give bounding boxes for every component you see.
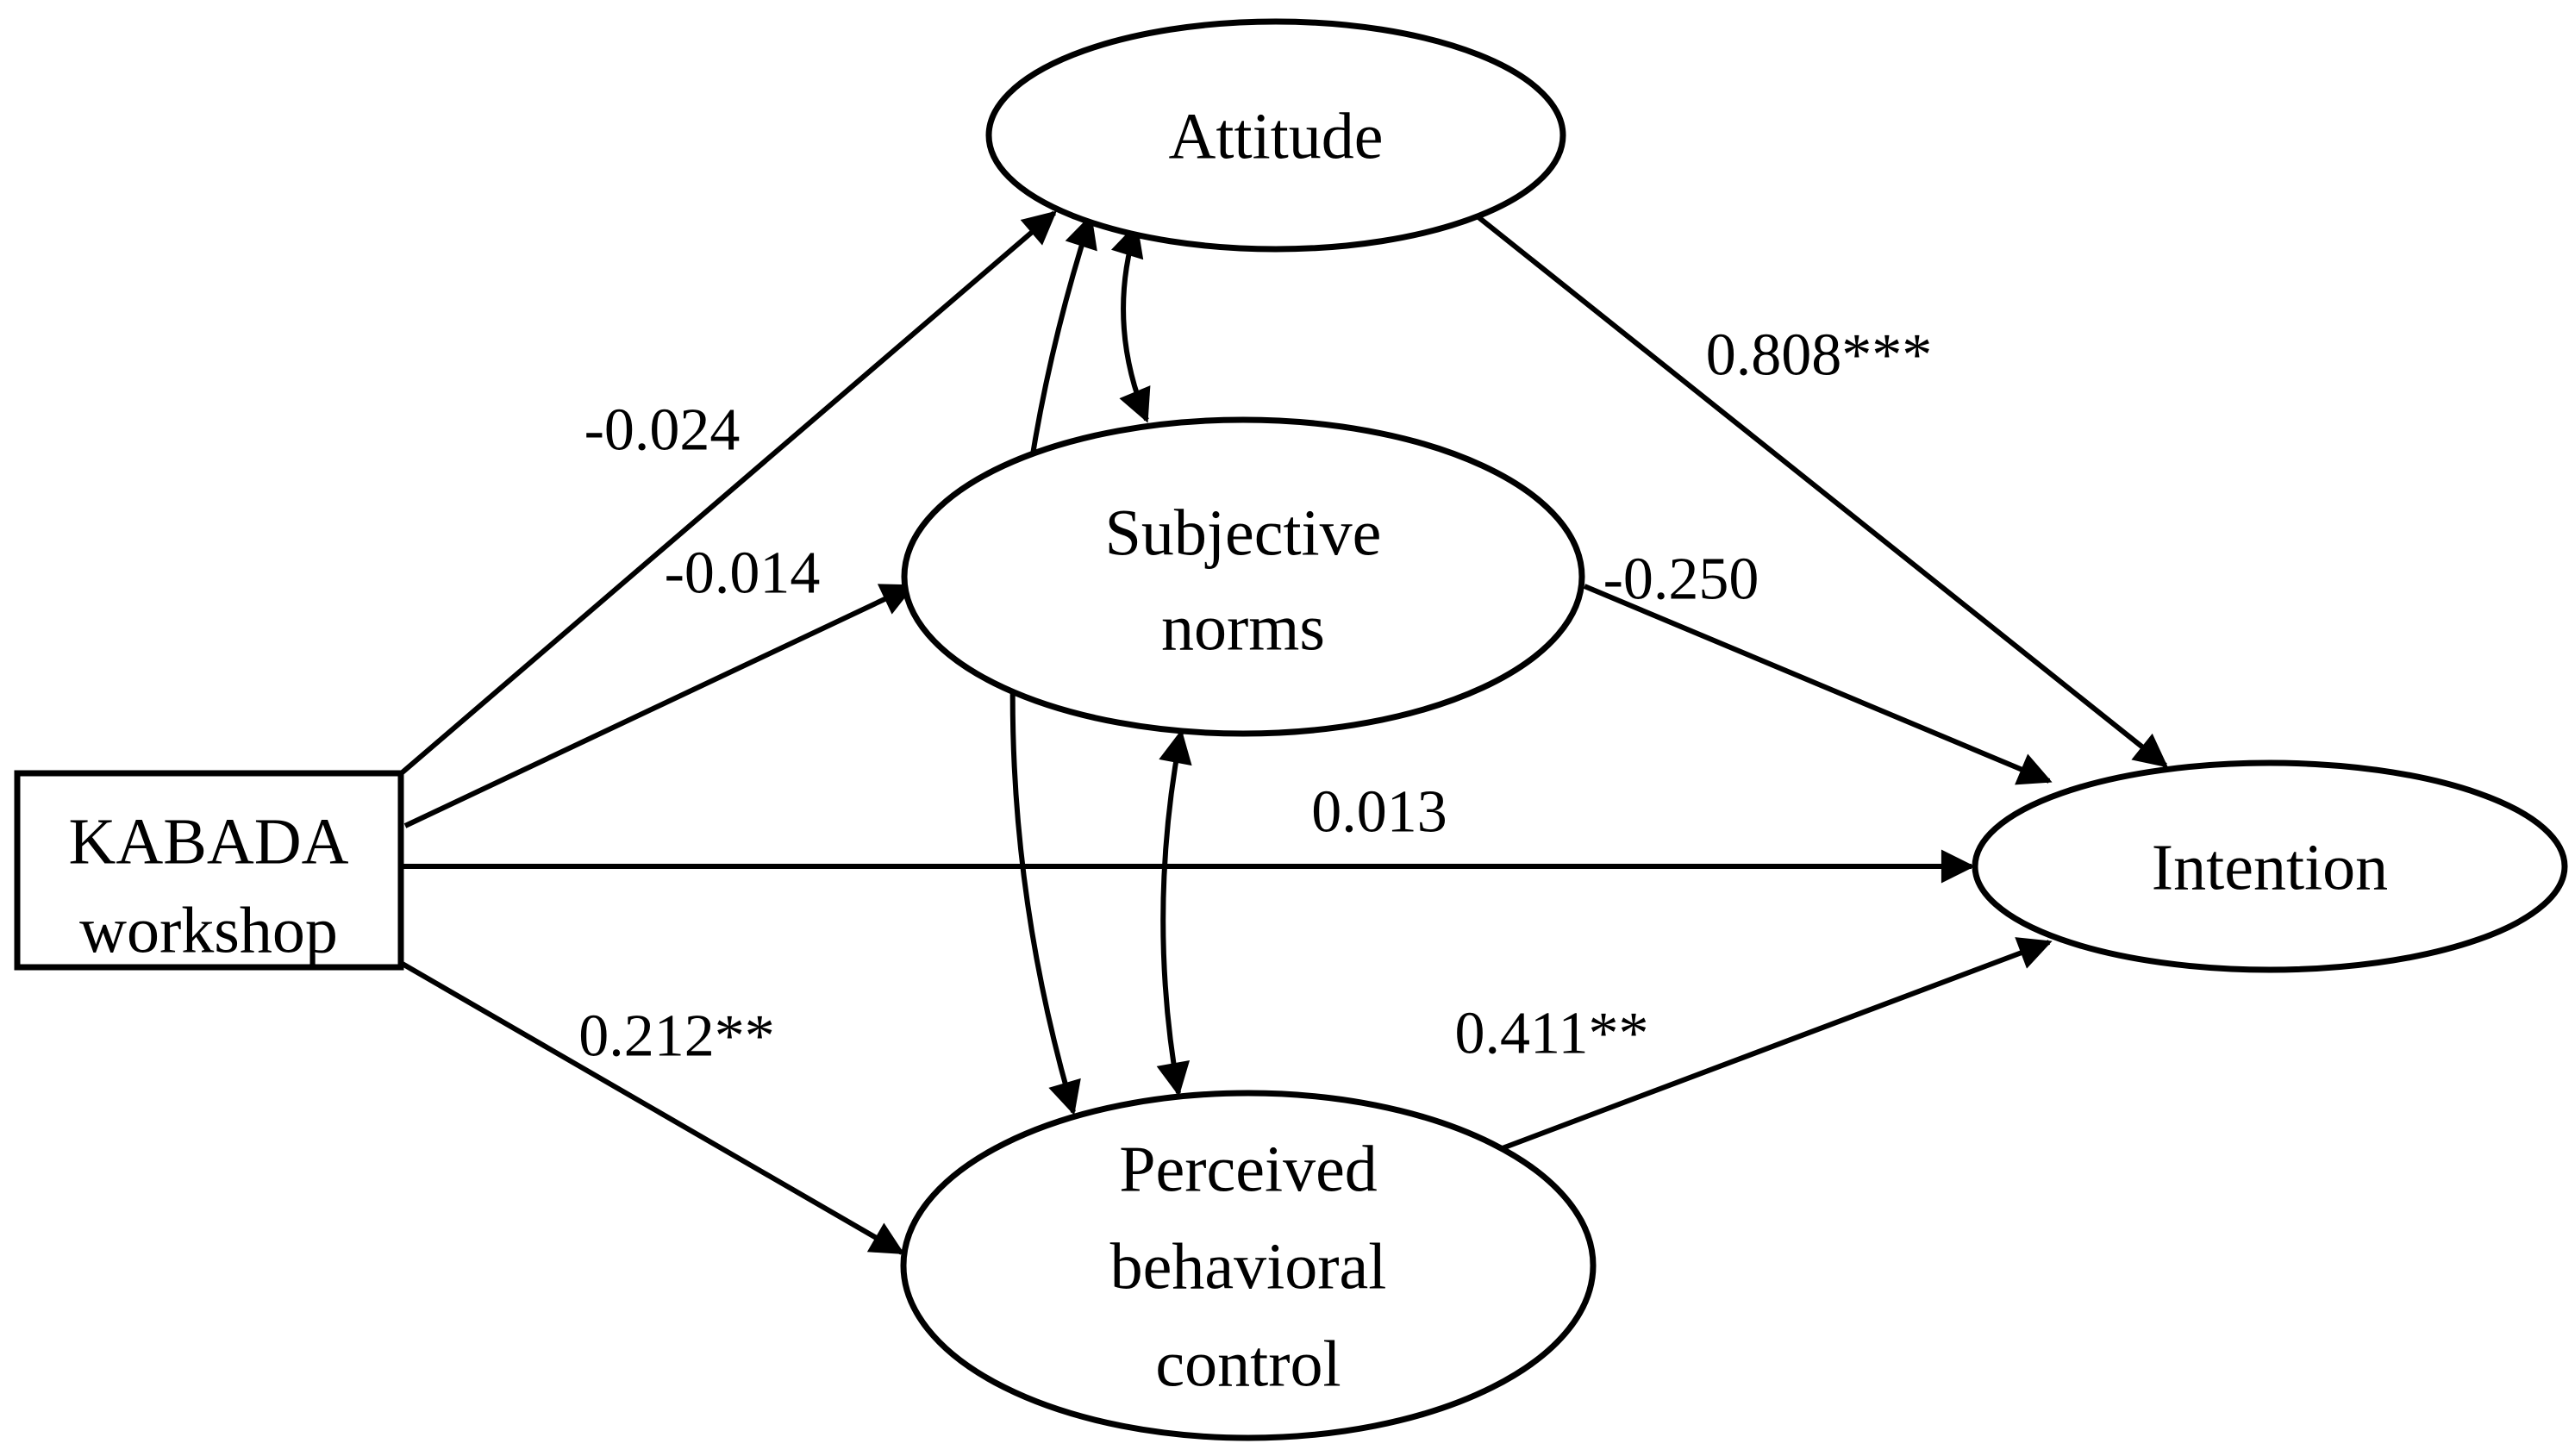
- coefficient-kabada-intention: 0.013: [1311, 779, 1447, 846]
- pbc-label-line3: control: [1155, 1328, 1341, 1401]
- path-kabada-to-subjective-norms: [403, 584, 916, 828]
- path-attitude-to-intention: [1464, 204, 2169, 768]
- intention-label: Intention: [2152, 832, 2388, 904]
- node-kabada-workshop: KABADA workshop: [14, 770, 404, 971]
- node-perceived-behavioral-control: Perceived behavioral control: [900, 1090, 1597, 1441]
- kabada-workshop-label-line1: KABADA: [68, 806, 348, 878]
- kabada-workshop-rectangle: [14, 770, 404, 971]
- intention-ellipse: [1972, 759, 2568, 973]
- attitude-ellipse: [985, 18, 1566, 253]
- path-pbc-to-intention: [1498, 937, 2053, 1152]
- path-kabada-to-attitude: [397, 210, 1057, 778]
- coefficient-subjective-norms-intention: -0.250: [1603, 547, 1759, 613]
- subjective-norms-ellipse: [901, 416, 1585, 737]
- covariance-attitude-subjective-norms: [1110, 222, 1151, 423]
- path-kabada-to-pbc: [399, 960, 905, 1255]
- coefficient-kabada-pbc: 0.212**: [578, 1003, 775, 1070]
- subjective-norms-label-line2: norms: [1161, 592, 1325, 665]
- coefficient-kabada-subjective-norms: -0.014: [665, 541, 821, 607]
- covariance-subjective-norms-pbc: [1156, 729, 1192, 1097]
- pbc-label-line1: Perceived: [1119, 1134, 1378, 1206]
- coefficient-labels: -0.024 -0.014 0.013 0.212** 0.808*** -0.…: [578, 322, 1932, 1070]
- coefficient-kabada-attitude: -0.024: [584, 397, 741, 464]
- node-intention: Intention: [1972, 759, 2568, 973]
- pbc-label-line2: behavioral: [1110, 1231, 1387, 1303]
- coefficient-attitude-intention: 0.808***: [1706, 322, 1933, 389]
- kabada-workshop-label-line2: workshop: [79, 895, 338, 967]
- coefficient-pbc-intention: 0.411**: [1455, 1001, 1649, 1067]
- subjective-norms-label-line1: Subjective: [1105, 497, 1382, 570]
- node-subjective-norms: Subjective norms: [901, 416, 1585, 737]
- node-attitude: Attitude: [985, 18, 1566, 253]
- pbc-ellipse: [900, 1090, 1597, 1441]
- attitude-label: Attitude: [1168, 101, 1383, 173]
- path-subjective-norms-to-intention: [1583, 584, 2053, 785]
